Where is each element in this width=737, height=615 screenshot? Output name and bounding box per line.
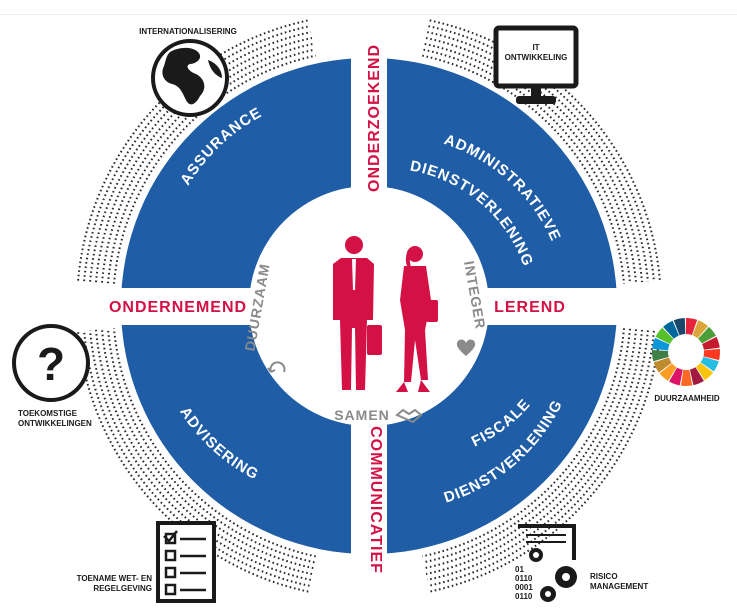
sdg-wheel-segment (686, 318, 698, 335)
label-ontwikkelingen: ONTWIKKELINGEN (18, 419, 92, 428)
label-management: MANAGEMENT (590, 582, 648, 591)
dotted-ring-arc (423, 328, 631, 564)
dotted-ring-arc (95, 37, 313, 283)
dotted-ring-arc (83, 330, 310, 587)
dotted-ring-arc (77, 19, 309, 281)
sdg-wheel-segment (659, 363, 677, 381)
binary-line-4: 0110 (515, 592, 533, 601)
businessman-figure (333, 236, 382, 390)
sdg-wheel-segment (692, 320, 709, 339)
label-regelgeving: REGELGEVING (93, 584, 152, 593)
dotted-ring-arc (429, 19, 661, 281)
label-duurzaamheid: DUURZAAMHEID (654, 394, 720, 403)
globe-icon (151, 39, 229, 117)
quadrant-top-left (121, 58, 351, 288)
center-word-samen: SAMEN (334, 407, 390, 423)
binary-line-3: 0001 (515, 583, 533, 592)
label-toename-wet-en: TOENAME WET- EN (77, 574, 153, 583)
binary-line-2: 0110 (515, 574, 533, 583)
value-lerend: LEREND (494, 299, 566, 316)
sdg-wheel-segment (680, 369, 693, 387)
risk-management-icon: 01 0110 0001 0110 (515, 524, 577, 602)
label-internationalisering: INTERNATIONALISERING (139, 27, 237, 36)
dotted-ring-arc (107, 48, 315, 284)
value-onderzoekend: ONDERZOEKEND (366, 44, 383, 192)
dotted-ring-arc (428, 330, 655, 587)
quadrant-bottom-left (121, 325, 351, 554)
businesswoman-figure (396, 246, 438, 392)
label-risico: RISICO (590, 572, 618, 581)
dotted-ring-arc (113, 54, 317, 284)
dotted-ring-arc (421, 328, 625, 558)
sdg-wheel-segment (652, 350, 669, 362)
dotted-ring-arc (423, 48, 631, 284)
sdg-wheel-segment (669, 367, 683, 386)
dotted-ring-arc (83, 25, 310, 282)
dotted-rings (77, 19, 661, 593)
sdg-wheel-segment (655, 327, 674, 344)
dotted-ring-arc (425, 329, 643, 575)
dotted-ring-arc (425, 37, 643, 283)
value-communicatief: COMMUNICATIEF (367, 426, 384, 574)
sdg-wheel-segment (702, 336, 720, 350)
dotted-ring-arc (429, 331, 661, 593)
dotted-ring-arc (113, 328, 317, 558)
sdg-wheel-segment (673, 318, 686, 336)
sdg-wheel-segment (698, 326, 716, 344)
heart-icon (456, 339, 476, 356)
sdg-wheel-segment (653, 357, 672, 373)
dotted-ring-arc (421, 54, 625, 284)
svg-text:?: ? (37, 338, 65, 390)
binary-line-1: 01 (515, 565, 524, 574)
handshake-icon (395, 408, 423, 424)
quadrant-bottom-right (387, 325, 617, 554)
sdg-wheel-segment (703, 348, 721, 361)
dotted-ring-arc (77, 331, 309, 593)
dotted-ring-arc (107, 328, 315, 564)
monitor-icon (493, 25, 579, 104)
sdg-wheel-segment (696, 362, 714, 381)
label-ontwikkeling: ONTWIKKELING (505, 53, 568, 62)
checklist-icon (156, 521, 216, 603)
sdg-wheel-segment (700, 356, 719, 372)
quadrant-top-right (387, 58, 617, 288)
dotted-ring-arc (428, 25, 655, 282)
dotted-ring-arc (95, 329, 313, 575)
label-it: IT (532, 43, 539, 52)
value-ondernemend: ONDERNEMEND (109, 299, 247, 316)
sdg-wheel-segment (663, 320, 679, 339)
sdg-wheel-icon (652, 318, 721, 387)
question-icon: ? (12, 324, 90, 402)
label-toekomstige: TOEKOMSTIGE (18, 409, 78, 418)
sdg-wheel-segment (689, 367, 704, 386)
top-divider (0, 14, 737, 15)
sdg-wheel-segment (652, 337, 670, 351)
recycle-icon (267, 361, 286, 373)
